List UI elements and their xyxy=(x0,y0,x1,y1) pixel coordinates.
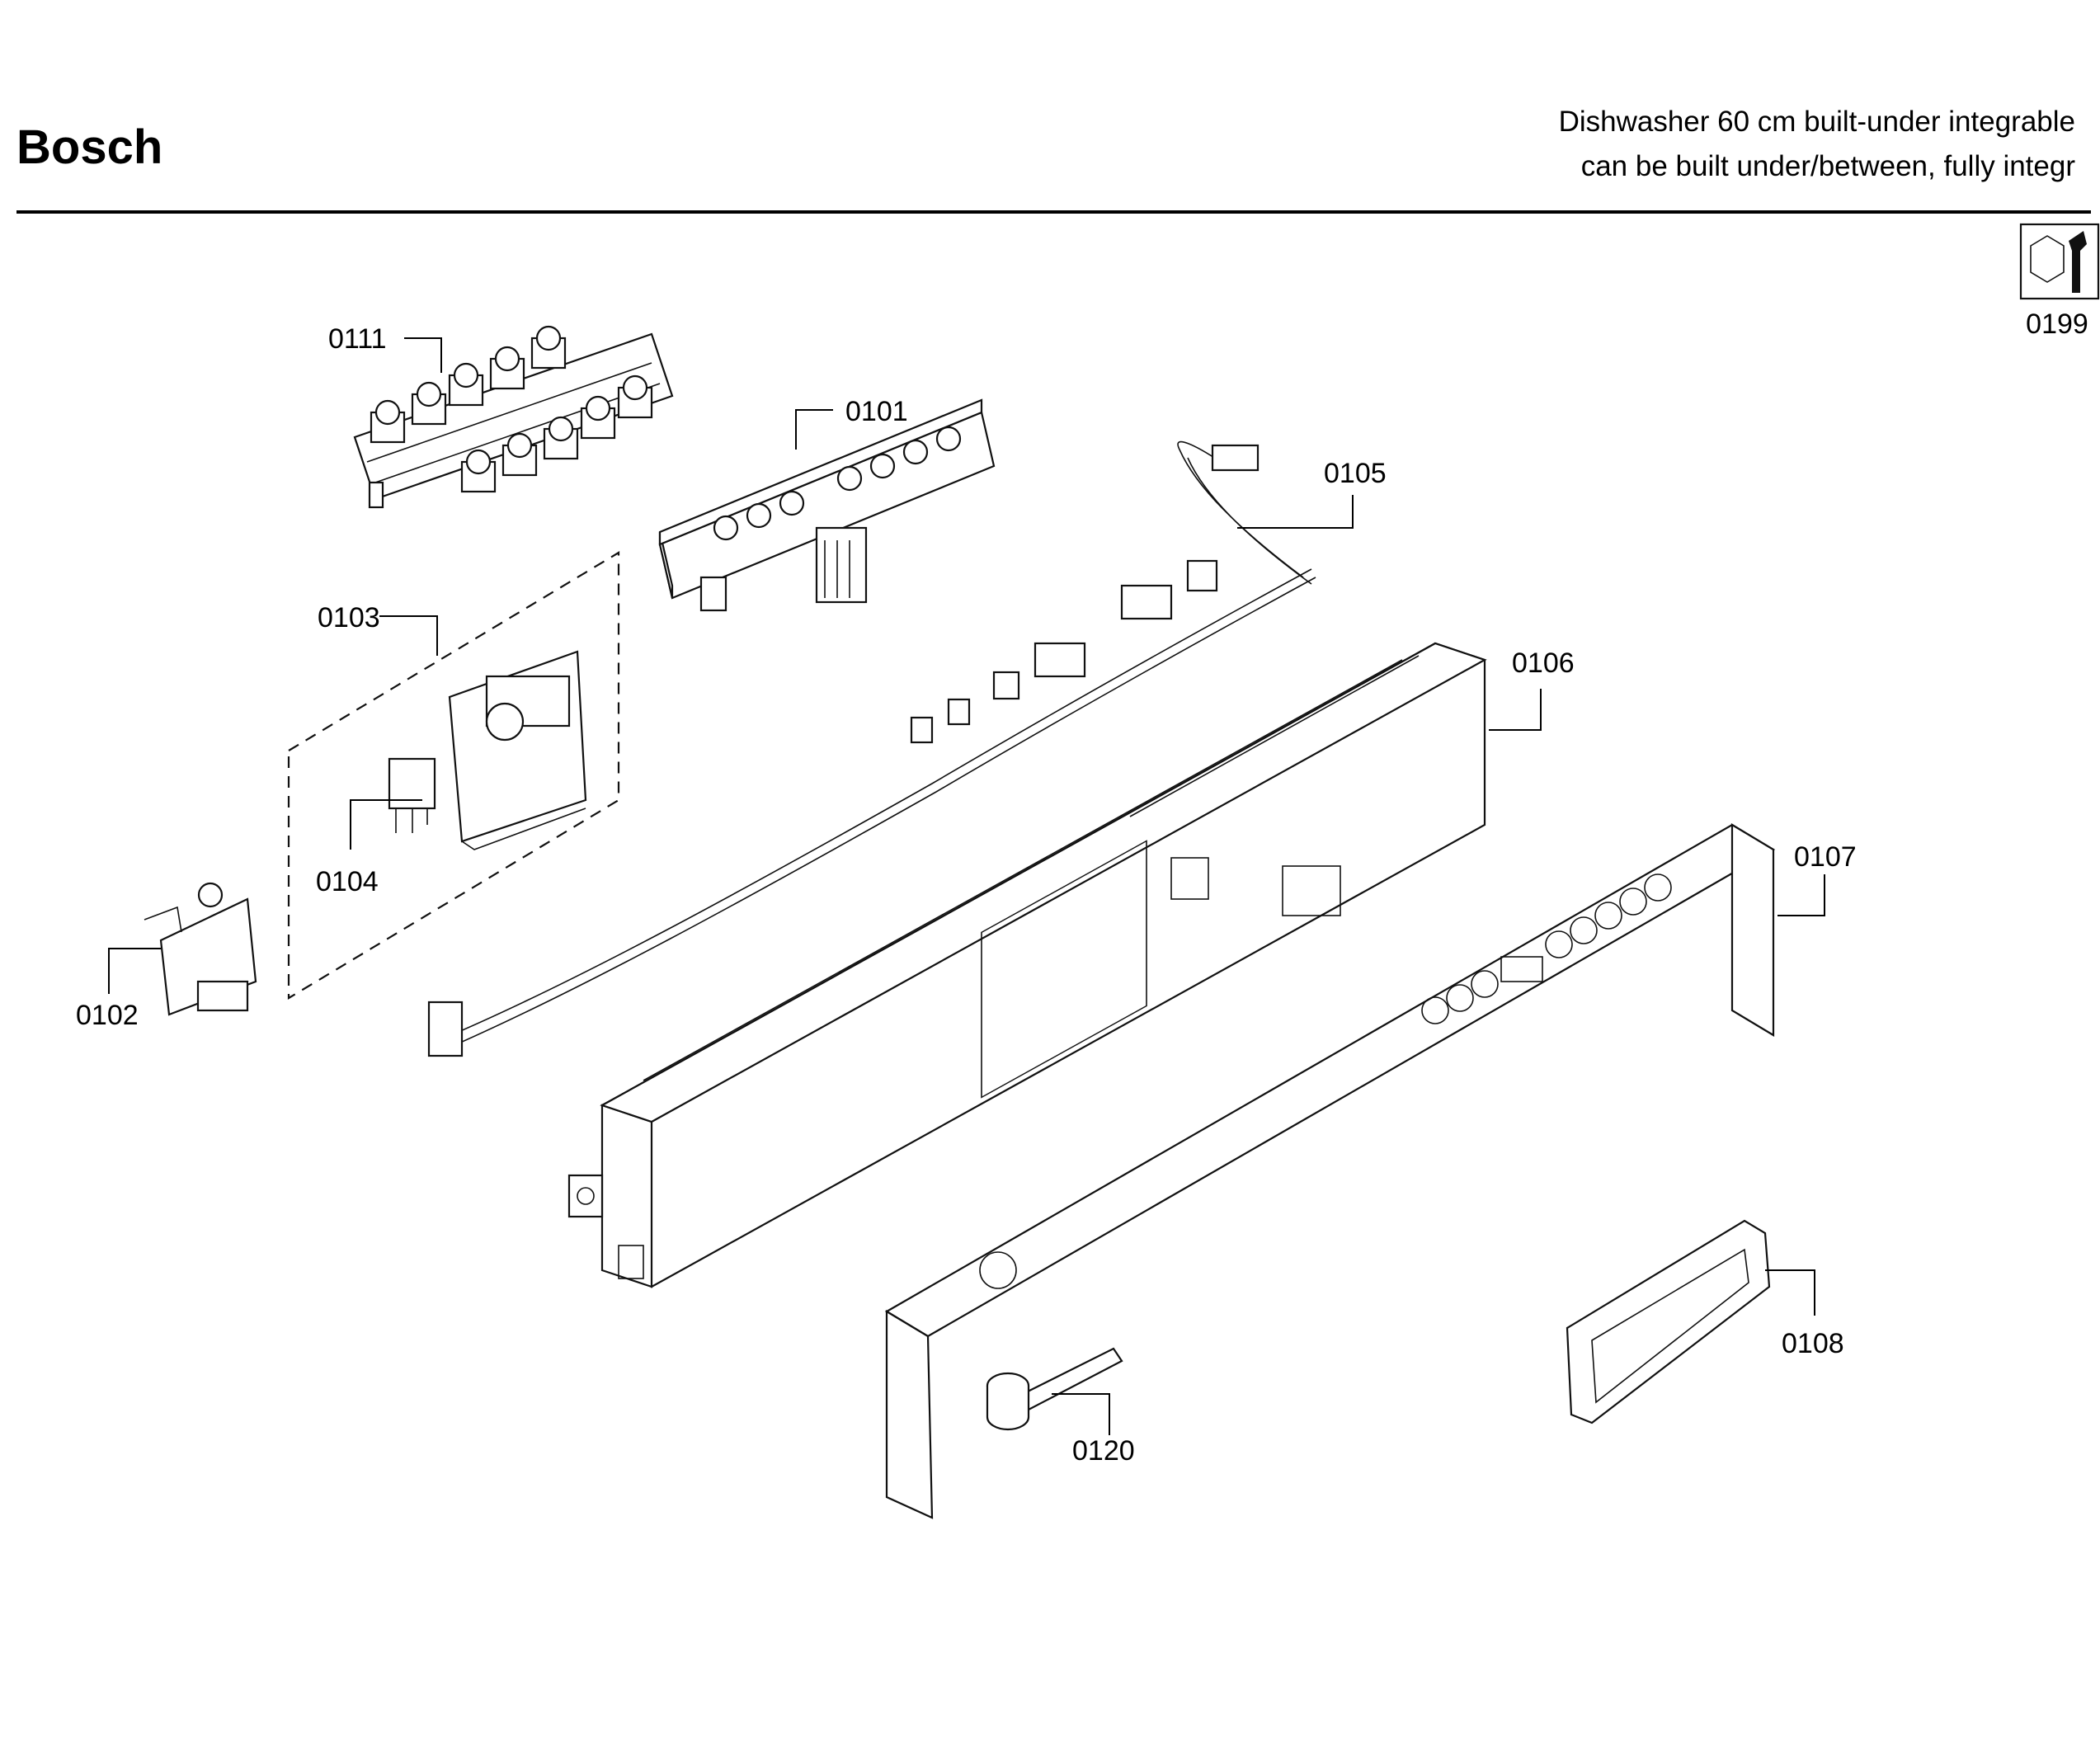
front-panel-strip-part[interactable] xyxy=(884,823,1776,1519)
handle-cover-part[interactable] xyxy=(1566,1219,1771,1424)
part-label-0108[interactable]: 0108 xyxy=(1782,1328,1844,1359)
control-module-part[interactable] xyxy=(658,398,996,612)
part-label-0102[interactable]: 0102 xyxy=(76,1000,139,1031)
model-description-line2: can be built under/between, fully integr xyxy=(1580,150,2075,182)
part-label-0199[interactable]: 0199 xyxy=(2026,308,2088,340)
part-label-0120[interactable]: 0120 xyxy=(1072,1435,1135,1467)
microswitch-part[interactable] xyxy=(388,757,436,833)
brand-title: Bosch xyxy=(16,120,163,174)
header-divider xyxy=(16,210,2091,214)
light-guide-part[interactable] xyxy=(986,1347,1123,1431)
part-label-0105[interactable]: 0105 xyxy=(1324,458,1387,489)
door-lock-part[interactable] xyxy=(448,650,587,850)
part-label-0111[interactable]: 0111 xyxy=(328,323,387,355)
wrench-nut-icon[interactable] xyxy=(2019,223,2100,300)
part-label-0107[interactable]: 0107 xyxy=(1794,841,1857,873)
main-switch-part[interactable] xyxy=(144,882,257,1016)
part-label-0106[interactable]: 0106 xyxy=(1512,647,1575,679)
cable-harness-part[interactable] xyxy=(427,440,1316,1057)
part-label-0103[interactable]: 0103 xyxy=(318,602,380,633)
part-label-0101[interactable]: 0101 xyxy=(845,396,908,427)
button-strip-part[interactable] xyxy=(353,325,674,509)
part-label-0104[interactable]: 0104 xyxy=(316,866,379,897)
control-panel-frame-part[interactable] xyxy=(567,642,1487,1288)
dashed-group-outline xyxy=(287,551,620,1000)
model-description-line1: Dishwasher 60 cm built-under integrable xyxy=(1558,106,2075,138)
